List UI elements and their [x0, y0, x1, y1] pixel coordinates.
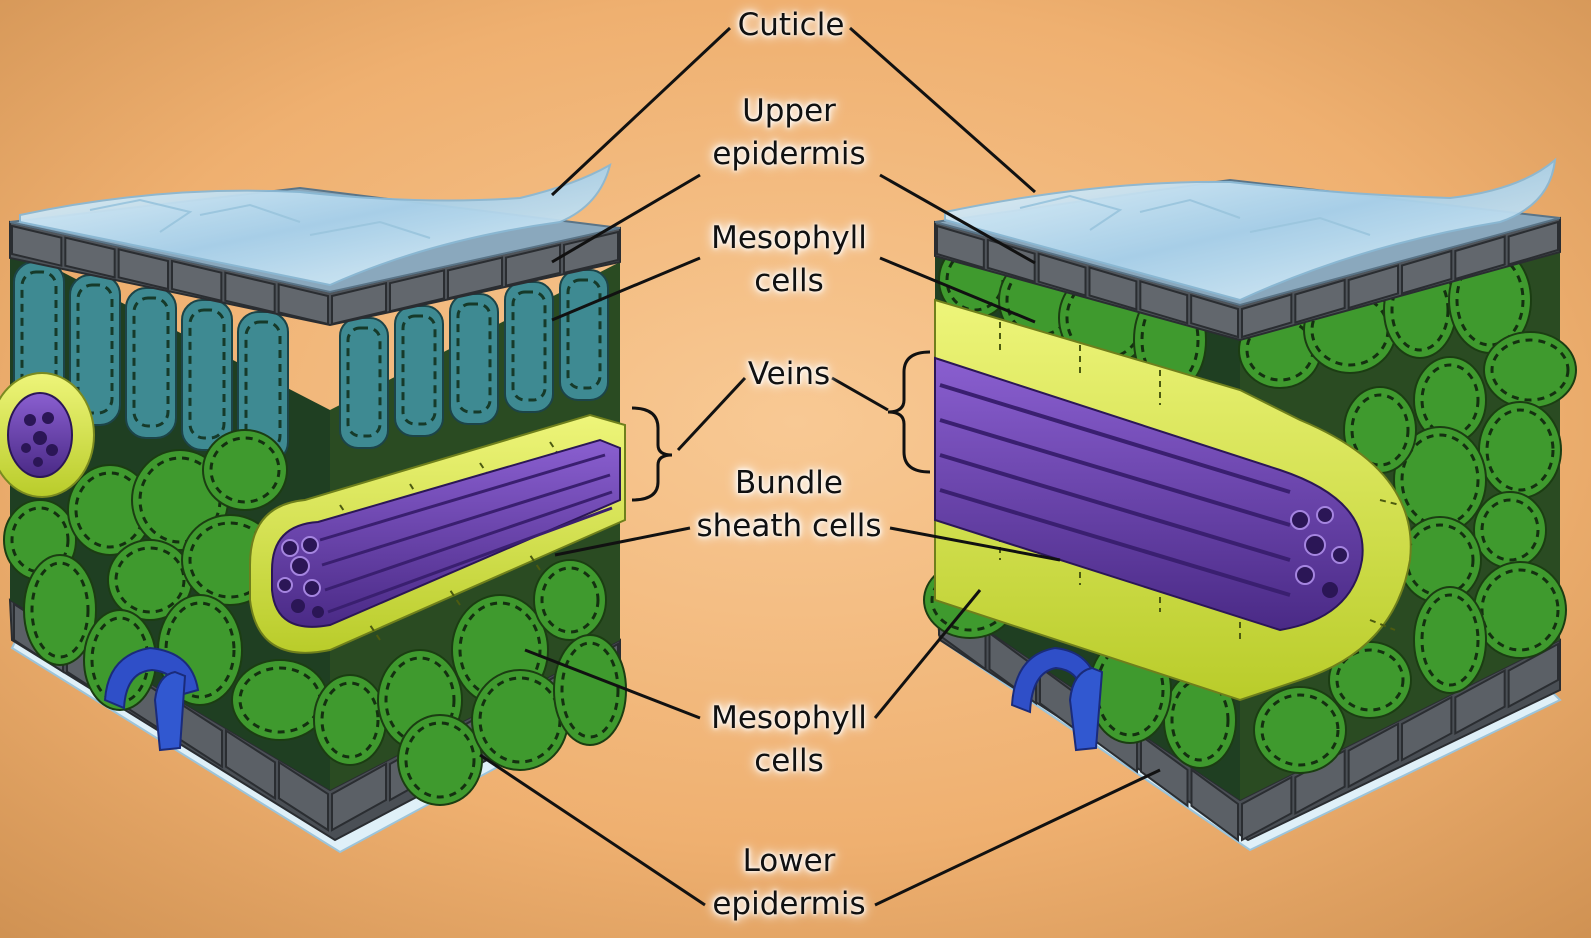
mesophyll-cell [1474, 492, 1546, 568]
label-cuticle: Cuticle [738, 4, 845, 47]
label-veins: Veins [748, 353, 830, 396]
mesophyll-cell [203, 430, 287, 510]
label-mesophyll-cells-top: Mesophyll cells [711, 217, 867, 303]
mesophyll-cell [1484, 332, 1576, 408]
label-lower-epidermis: Lower epidermis [712, 840, 865, 926]
mesophyll-cell [398, 715, 482, 805]
mesophyll-cell [1414, 587, 1486, 693]
label-upper-epidermis: Upper epidermis [712, 90, 865, 176]
mesophyll-cell [1254, 687, 1346, 773]
mesophyll-cell [1474, 562, 1566, 658]
mesophyll-cell [314, 675, 386, 765]
vein-left-small [0, 373, 94, 497]
mesophyll-cell [534, 560, 606, 640]
label-mesophyll-cells-bottom: Mesophyll cells [711, 697, 867, 783]
label-bundle-sheath-cells: Bundle sheath cells [696, 462, 881, 548]
mesophyll-cell [554, 635, 626, 745]
mesophyll-cell [1479, 402, 1561, 498]
